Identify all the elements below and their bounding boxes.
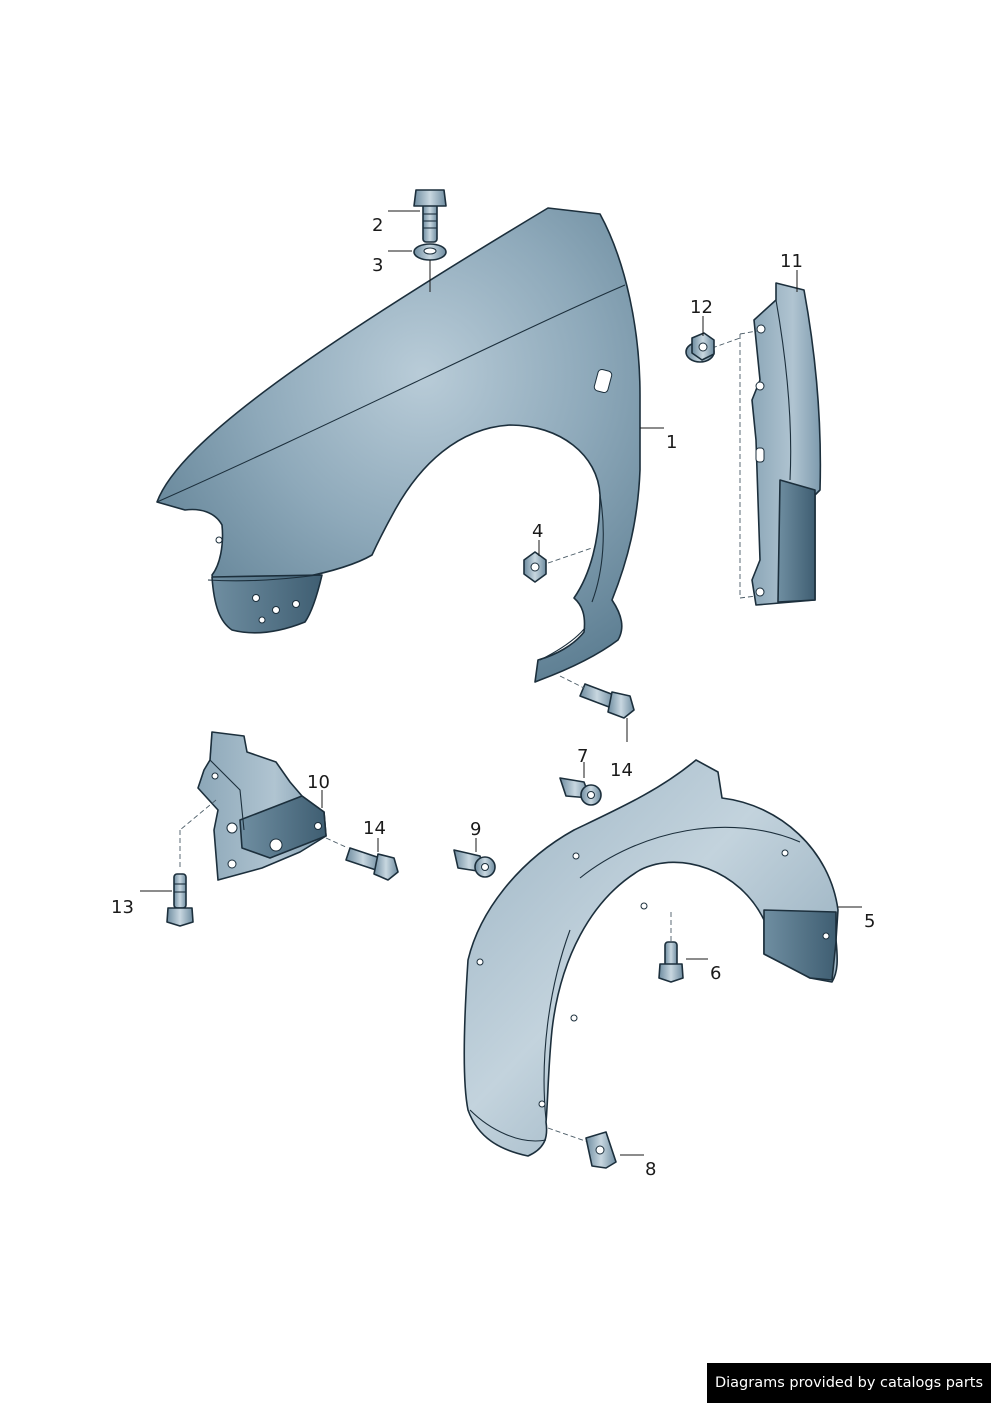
front-fender-part bbox=[156, 207, 641, 683]
callout-3: 3 bbox=[372, 255, 383, 276]
flange-nut-part bbox=[685, 332, 715, 363]
nut-part bbox=[523, 547, 593, 583]
callout-10: 10 bbox=[307, 772, 330, 793]
callout-9: 9 bbox=[470, 819, 481, 840]
clip-part bbox=[453, 849, 496, 878]
callout-8: 8 bbox=[645, 1159, 656, 1180]
wheel-liner-part bbox=[463, 759, 839, 1157]
callout-7: 7 bbox=[577, 746, 588, 767]
side-panel-part bbox=[711, 282, 822, 606]
callout-14: 14 bbox=[610, 760, 633, 781]
callout-1: 1 bbox=[666, 432, 677, 453]
bolt-part bbox=[413, 189, 447, 243]
callout-5: 5 bbox=[864, 911, 875, 932]
clip-nut-part bbox=[585, 1131, 617, 1169]
bolt-part bbox=[325, 837, 399, 881]
callout-11: 11 bbox=[780, 251, 803, 272]
bolt-part bbox=[559, 675, 635, 719]
callout-labels: 1 2 3 4 5 6 7 8 9 10 11 12 13 14 14 bbox=[111, 215, 875, 1180]
screw-part bbox=[658, 912, 684, 983]
callout-14: 14 bbox=[363, 818, 386, 839]
callout-12: 12 bbox=[690, 297, 713, 318]
callout-4: 4 bbox=[532, 521, 543, 542]
bracket-part bbox=[179, 731, 327, 881]
washer-part bbox=[413, 243, 447, 292]
bolt-part bbox=[166, 873, 194, 927]
callout-6: 6 bbox=[710, 963, 721, 984]
callout-13: 13 bbox=[111, 897, 134, 918]
leader-lines bbox=[140, 210, 862, 1156]
clip-part bbox=[559, 777, 602, 806]
credit-banner: Diagrams provided by catalogs parts bbox=[707, 1363, 991, 1403]
callout-2: 2 bbox=[372, 215, 383, 236]
